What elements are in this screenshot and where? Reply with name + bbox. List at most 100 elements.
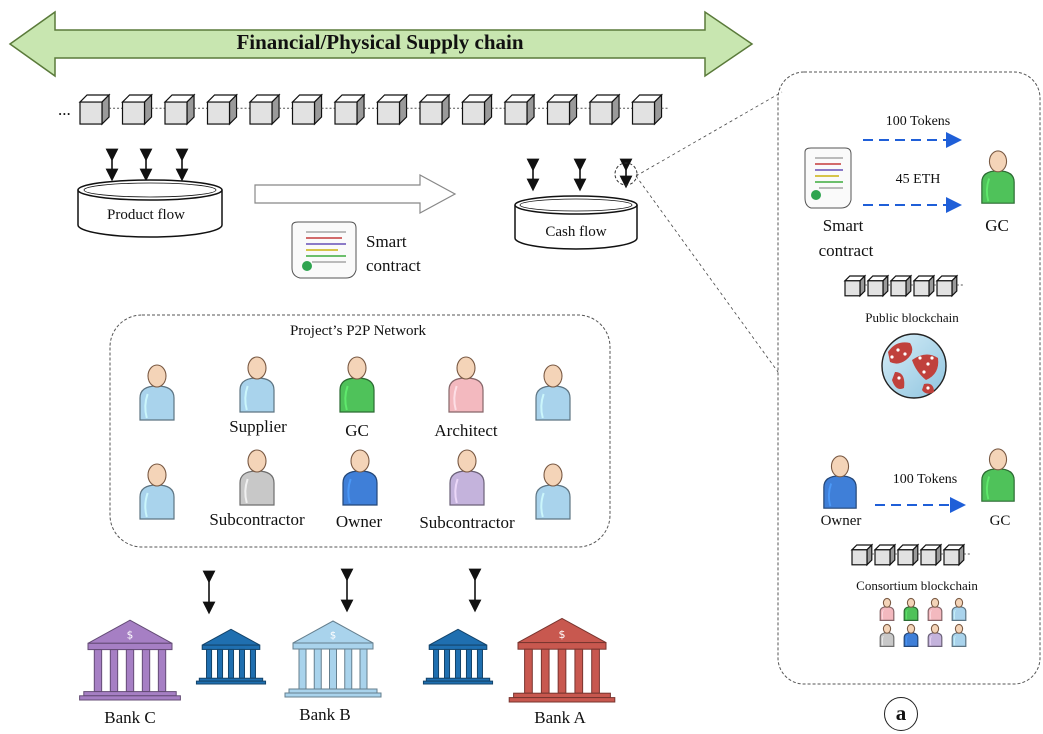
bank-icon	[195, 628, 267, 685]
panel-people	[823, 150, 1015, 647]
svg-text:$: $	[127, 630, 134, 642]
mini-person-icon	[927, 597, 943, 621]
block-cube	[896, 543, 920, 567]
p2p-network-box	[109, 314, 611, 548]
blockchain-public	[843, 274, 965, 298]
person-icon	[449, 449, 485, 506]
block-cube	[873, 543, 897, 567]
cash-flow-label: Cash flow	[545, 224, 607, 240]
person-icon	[139, 364, 175, 421]
block-cube	[912, 274, 936, 298]
network-people	[139, 356, 571, 520]
panel-owner-label: Owner	[820, 513, 862, 529]
cash-flow-database	[514, 195, 638, 250]
panel-public-chain-label: Public blockchain	[865, 310, 959, 325]
zoom-circle	[614, 162, 638, 186]
network-label-subcontractor-2: Subcontractor	[419, 513, 515, 532]
panel-smart-label-2: contract	[818, 241, 874, 260]
smart-contract-icon-panel	[804, 147, 852, 209]
svg-text:$: $	[330, 631, 336, 642]
person-icon	[339, 356, 375, 413]
panel-consortium-gc-label: GC	[989, 513, 1011, 529]
blockchain-consortium	[850, 543, 972, 567]
bank-a-icon: $	[508, 617, 616, 703]
person-icon	[139, 463, 175, 520]
panel-gc-label: GC	[985, 216, 1009, 235]
gc-person-icon	[981, 150, 1015, 204]
block-cube	[919, 543, 943, 567]
block-cube	[935, 274, 959, 298]
block-cube	[291, 93, 323, 126]
block-cube	[418, 93, 451, 126]
supply-chain-banner	[8, 10, 754, 78]
block-cube	[121, 93, 153, 126]
panel-smart-label-1: Smart	[822, 216, 864, 235]
blockchain-top	[78, 93, 670, 126]
person-icon	[535, 364, 571, 421]
panel-badge: a	[884, 697, 918, 731]
person-icon	[448, 356, 484, 413]
gc-person-icon	[981, 448, 1015, 502]
block-cube	[248, 93, 281, 126]
network-label-owner: Owner	[335, 512, 383, 531]
block-cube	[546, 93, 578, 126]
owner-person-icon	[823, 455, 857, 509]
bank-label-b: Bank B	[299, 705, 351, 724]
bank-icon	[422, 628, 494, 685]
mini-person-icon	[903, 623, 919, 647]
chain-ellipsis: ...	[58, 100, 71, 119]
svg-text:$: $	[559, 628, 566, 641]
product-flow-label: Product flow	[107, 207, 185, 223]
mini-person-icon	[927, 623, 943, 647]
person-icon	[239, 356, 275, 413]
banks: $ $ $	[79, 617, 616, 703]
block-cube	[942, 543, 966, 567]
network-title: Project’s P2P Network	[289, 323, 427, 339]
detail-panel	[777, 71, 1041, 685]
person-icon	[342, 449, 378, 506]
block-cube	[78, 93, 111, 126]
block-cube	[333, 93, 366, 126]
block-cube	[163, 93, 196, 126]
cash-flow-arrows	[526, 158, 633, 192]
bank-label-c: Bank C	[104, 708, 156, 727]
zoom-line-bottom	[635, 91, 783, 177]
person-icon	[239, 449, 275, 506]
mini-person-icon	[951, 623, 967, 647]
bank-b-icon: $	[284, 620, 382, 698]
block-cube	[376, 93, 408, 126]
network-label-subcontractor-1: Subcontractor	[209, 510, 305, 529]
panel-consortium-chain-label: Consortium blockchain	[856, 578, 978, 593]
block-cube	[631, 93, 663, 126]
block-cube	[503, 93, 536, 126]
network-label-gc: GC	[345, 421, 369, 440]
block-cube	[206, 93, 238, 126]
globe-icon	[881, 333, 947, 399]
smart-contract-icon-center	[291, 221, 357, 279]
block-cube	[461, 93, 493, 126]
mini-person-icon	[879, 623, 895, 647]
bank-arrows	[202, 568, 482, 615]
smart-contract-label-line2: contract	[366, 256, 421, 275]
block-cube	[843, 274, 867, 298]
network-label-supplier: Supplier	[229, 417, 287, 436]
product-flow-database	[77, 179, 223, 238]
block-cube	[588, 93, 621, 126]
mini-person-icon	[903, 597, 919, 621]
panel-tx-eth: 45 ETH	[895, 172, 941, 187]
zoom-line-top	[635, 175, 779, 373]
panel-tx-tokens: 100 Tokens	[885, 114, 951, 129]
person-icon	[535, 463, 571, 520]
bank-c-icon: $	[79, 619, 181, 701]
network-label-architect: Architect	[434, 421, 498, 440]
banner-title: Financial/Physical Supply chain	[236, 30, 524, 54]
block-cube	[850, 543, 874, 567]
smart-contract-label-line1: Smart	[366, 232, 407, 251]
bank-label-a: Bank A	[534, 708, 586, 727]
block-cube	[866, 274, 890, 298]
mini-person-icon	[879, 597, 895, 621]
panel-consortium-tx: 100 Tokens	[892, 472, 958, 487]
mini-person-icon	[951, 597, 967, 621]
flow-arrow	[254, 173, 457, 215]
